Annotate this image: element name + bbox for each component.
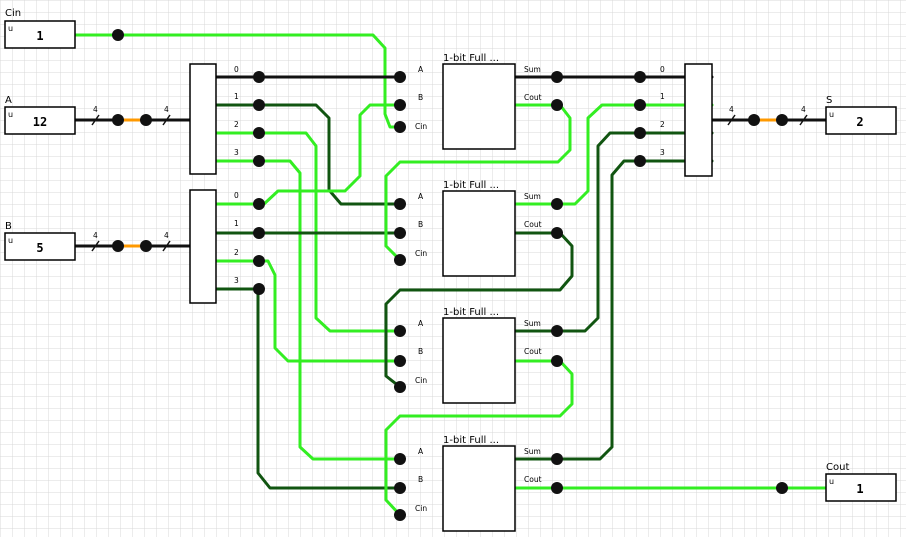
input-cin-label: Cin bbox=[5, 8, 21, 19]
full-adder-title: 1-bit Full ... bbox=[443, 435, 499, 446]
bus-width-label: 4 bbox=[93, 231, 98, 240]
pin-label-cin: Cin bbox=[415, 504, 427, 513]
wire-a1 bbox=[214, 103, 402, 206]
pin-label-sum: Sum bbox=[524, 65, 541, 74]
full-adder-2[interactable]: 1-bit Full ... A B Cin Sum Cout bbox=[415, 307, 542, 404]
wire-carry1 bbox=[384, 103, 572, 262]
splitter-a-pin-2: 2 bbox=[234, 120, 239, 129]
wire-sum2 bbox=[514, 131, 714, 333]
splitter-b-pin-1: 1 bbox=[234, 219, 239, 228]
wire-carry3 bbox=[384, 359, 574, 517]
input-cin-value[interactable]: 1 bbox=[36, 29, 43, 43]
splitter-s-pin-3: 3 bbox=[660, 148, 665, 157]
pin-label-a: A bbox=[418, 319, 424, 328]
input-b-label: B bbox=[5, 221, 12, 232]
input-b-value[interactable]: 5 bbox=[36, 241, 43, 255]
pin-label-cout: Cout bbox=[524, 475, 542, 484]
output-s-value: 2 bbox=[856, 115, 863, 129]
pin-label-b: B bbox=[418, 220, 423, 229]
pin-label-a: A bbox=[418, 65, 424, 74]
pin-label-cin: Cin bbox=[415, 376, 427, 385]
output-cout-type: u bbox=[829, 477, 834, 486]
pin-label-a: A bbox=[418, 447, 424, 456]
pin-label-a: A bbox=[418, 192, 424, 201]
splitter-s-pin-0: 0 bbox=[660, 65, 665, 74]
pin-label-cin: Cin bbox=[415, 122, 427, 131]
bus-width-label: 4 bbox=[729, 105, 734, 114]
full-adder-title: 1-bit Full ... bbox=[443, 307, 499, 318]
input-a-label: A bbox=[5, 95, 12, 106]
full-adder-1[interactable]: 1-bit Full ... A B Cin Sum Cout bbox=[415, 180, 542, 277]
pin-label-sum: Sum bbox=[524, 192, 541, 201]
splitter-s[interactable]: 0 1 2 3 bbox=[660, 63, 713, 177]
pin-label-cout: Cout bbox=[524, 220, 542, 229]
output-cout-value: 1 bbox=[856, 482, 863, 496]
splitter-b-pin-2: 2 bbox=[234, 248, 239, 257]
input-a-value[interactable]: 12 bbox=[33, 115, 47, 129]
bus-width-label: 4 bbox=[164, 105, 169, 114]
wire-a3 bbox=[214, 159, 402, 461]
input-cin-type: u bbox=[8, 24, 13, 33]
input-a-type: u bbox=[8, 110, 13, 119]
bus-width-marks bbox=[91, 114, 808, 252]
output-s-type: u bbox=[829, 110, 834, 119]
wire-b0 bbox=[214, 103, 402, 206]
full-adder-title: 1-bit Full ... bbox=[443, 180, 499, 191]
input-b[interactable]: B u 5 bbox=[4, 221, 76, 261]
splitter-a-pin-3: 3 bbox=[234, 148, 239, 157]
splitter-a[interactable]: 0 1 2 3 bbox=[189, 63, 239, 175]
splitter-s-pin-1: 1 bbox=[660, 92, 665, 101]
full-adder-title: 1-bit Full ... bbox=[443, 53, 499, 64]
pin-label-b: B bbox=[418, 475, 423, 484]
output-cout[interactable]: Cout u 1 bbox=[825, 462, 897, 502]
pin-label-cout: Cout bbox=[524, 347, 542, 356]
output-cout-label: Cout bbox=[826, 462, 849, 473]
bus-width-label: 4 bbox=[164, 231, 169, 240]
wire-b3 bbox=[214, 287, 402, 490]
input-b-type: u bbox=[8, 236, 13, 245]
pin-label-sum: Sum bbox=[524, 319, 541, 328]
pin-label-b: B bbox=[418, 93, 423, 102]
bus-width-label: 4 bbox=[801, 105, 806, 114]
connection-dots bbox=[112, 29, 788, 521]
wire-carry2 bbox=[384, 231, 574, 389]
splitter-s-pin-2: 2 bbox=[660, 120, 665, 129]
input-a[interactable]: A u 12 bbox=[4, 95, 76, 135]
pin-label-cout: Cout bbox=[524, 93, 542, 102]
bus-width-label: 4 bbox=[93, 105, 98, 114]
input-cin[interactable]: Cin u 1 bbox=[4, 8, 76, 49]
pin-label-sum: Sum bbox=[524, 447, 541, 456]
splitter-a-pin-1: 1 bbox=[234, 92, 239, 101]
output-s[interactable]: S u 2 bbox=[825, 95, 897, 135]
splitter-b-pin-0: 0 bbox=[234, 191, 239, 200]
splitter-b-pin-3: 3 bbox=[234, 276, 239, 285]
full-adder-3[interactable]: 1-bit Full ... A B Cin Sum Cout bbox=[415, 435, 542, 532]
full-adder-0[interactable]: 1-bit Full ... A B Cin Sum Cout bbox=[415, 53, 542, 150]
splitter-a-pin-0: 0 bbox=[234, 65, 239, 74]
pin-label-cin: Cin bbox=[415, 249, 427, 258]
wire-sum1 bbox=[514, 103, 714, 206]
splitter-b[interactable]: 0 1 2 3 bbox=[189, 189, 239, 304]
output-s-label: S bbox=[826, 95, 832, 106]
pin-label-b: B bbox=[418, 347, 423, 356]
